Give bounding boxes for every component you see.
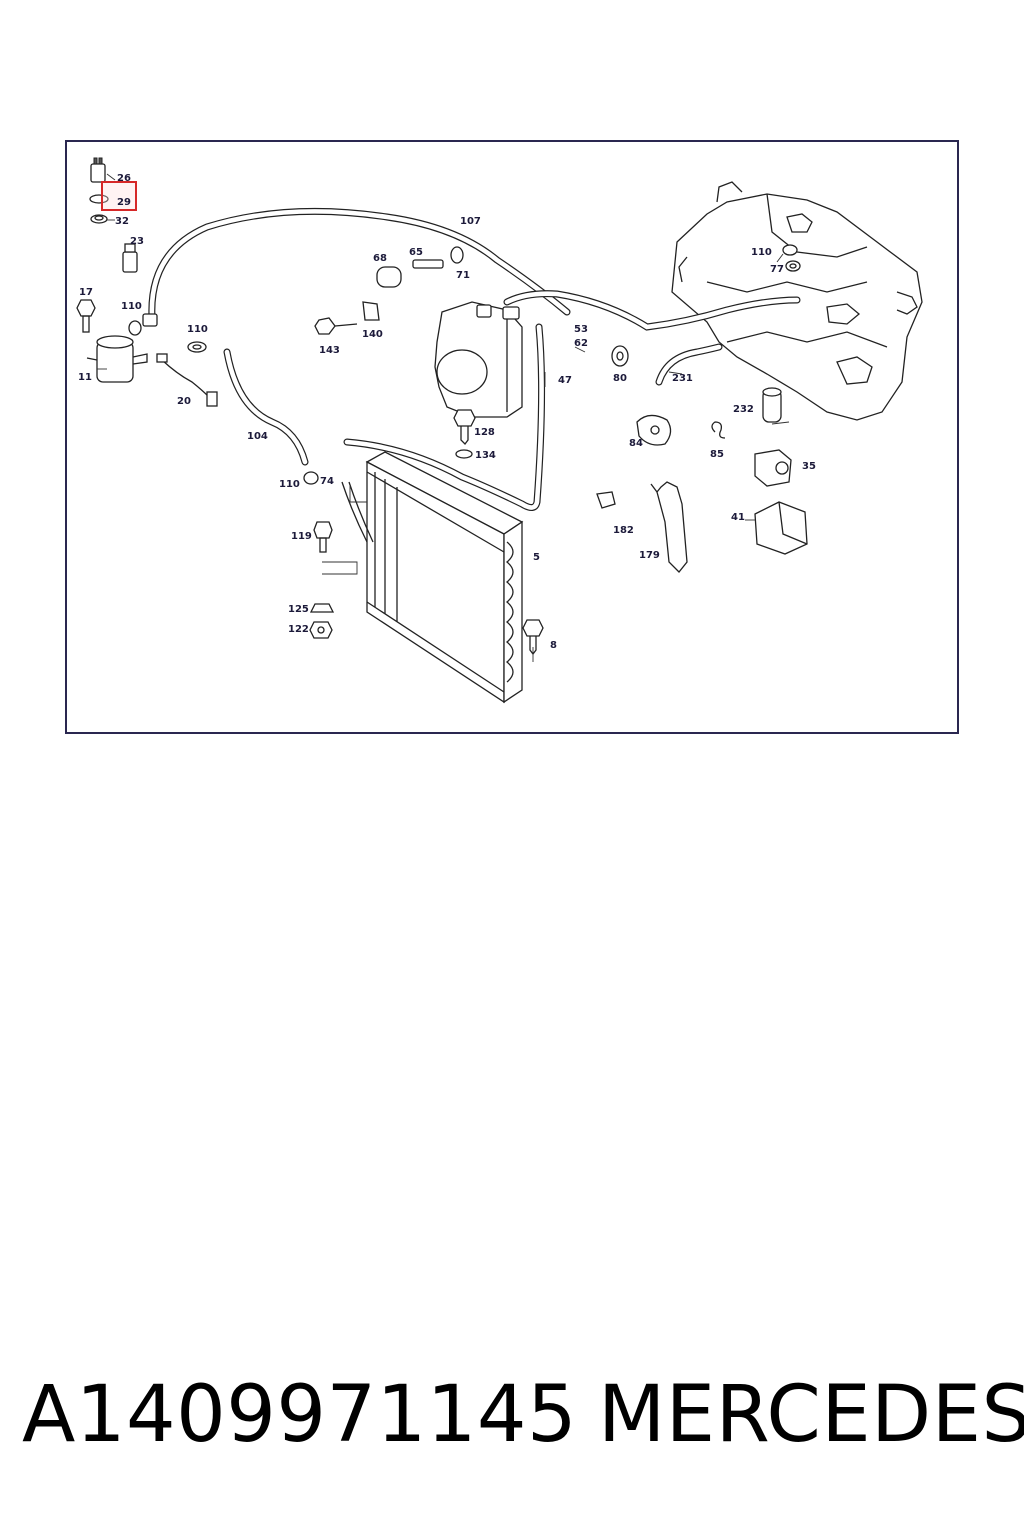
switch-23 [122,243,138,273]
callout-231: 231 [672,373,693,384]
callout-104: 104 [247,431,268,442]
callout-110-d: 110 [279,479,300,490]
parts-diagram-frame: 26 29 32 23 17 110 11 110 20 104 107 68 … [65,140,959,734]
bolt-17 [76,299,96,333]
washer-110b [187,341,207,353]
hose-104 [223,348,309,466]
washer-80 [611,345,629,367]
pressure-switch-26 [90,157,106,183]
callout-29: 29 [117,197,131,208]
nut-125 [309,603,335,613]
callout-11: 11 [78,372,92,383]
condenser-5 [365,451,524,704]
washer-71 [450,246,464,264]
clip-182 [596,491,616,509]
callout-140: 140 [362,329,383,340]
callout-110-c: 110 [751,247,772,258]
callout-143: 143 [319,345,340,356]
leader-lines [97,173,790,662]
screw-143 [314,317,358,335]
washer-110d [303,471,319,485]
bracket-179 [650,481,688,573]
hose-53-62 [503,290,801,331]
washer-134 [455,449,473,459]
hose-231 [655,343,723,386]
callout-84: 84 [629,438,643,449]
line-74 [341,481,374,543]
callout-107: 107 [460,216,481,227]
callout-41: 41 [731,512,745,523]
callout-65: 65 [409,247,423,258]
callout-110-b: 110 [187,324,208,335]
fitting-hose-end [142,313,158,327]
callout-128: 128 [474,427,495,438]
callout-20: 20 [177,396,191,407]
callout-47: 47 [558,375,572,386]
seal-32 [90,214,108,224]
callout-80: 80 [613,373,627,384]
nut-122 [309,621,333,639]
callout-122: 122 [288,624,309,635]
callout-labels: 26 29 32 23 17 110 11 110 20 104 107 68 … [78,173,816,651]
callout-179: 179 [639,550,660,561]
bolt-128 [453,409,476,445]
callout-17: 17 [79,287,93,298]
callout-110-a: 110 [121,301,142,312]
brand-label: MERCEDES [598,1370,1024,1460]
expansion-valve-35 [754,449,792,487]
relay-box-41 [754,501,808,555]
clip-85 [711,421,726,439]
callout-182: 182 [613,525,634,536]
valve-65 [412,259,444,269]
callout-35: 35 [802,461,816,472]
callout-32: 32 [115,216,129,227]
callout-85: 85 [710,449,724,460]
filter-232 [762,387,782,423]
sensor-20 [156,353,218,407]
clip-140 [362,301,380,321]
callout-53: 53 [574,324,588,335]
gasket-84 [636,414,672,446]
hose-107 [148,207,571,321]
callout-26: 26 [117,173,131,184]
o-ring-29 [89,194,109,204]
washer-77 [785,260,801,272]
callout-74: 74 [320,476,334,487]
callout-232: 232 [733,404,754,415]
callout-8: 8 [550,640,557,651]
washer-110c [782,244,798,256]
compressor [434,301,523,418]
part-number-label: A1409971145 [22,1370,578,1460]
callout-119: 119 [291,531,312,542]
callout-23: 23 [130,236,144,247]
highlight-box-29 [101,181,137,211]
washer-110a [128,320,142,336]
sleeve-68 [376,266,402,288]
callout-125: 125 [288,604,309,615]
callout-62: 62 [574,338,588,349]
receiver-drier-11 [86,335,148,383]
engine-block-illustration [671,181,923,421]
hose-47 [343,323,546,511]
callout-134: 134 [475,450,496,461]
callout-5: 5 [533,552,540,563]
callout-68: 68 [373,253,387,264]
bolt-119 [313,521,333,553]
callout-71: 71 [456,270,470,281]
callout-77: 77 [770,264,784,275]
ac-system-exploded-diagram: 26 29 32 23 17 110 11 110 20 104 107 68 … [76,157,923,704]
